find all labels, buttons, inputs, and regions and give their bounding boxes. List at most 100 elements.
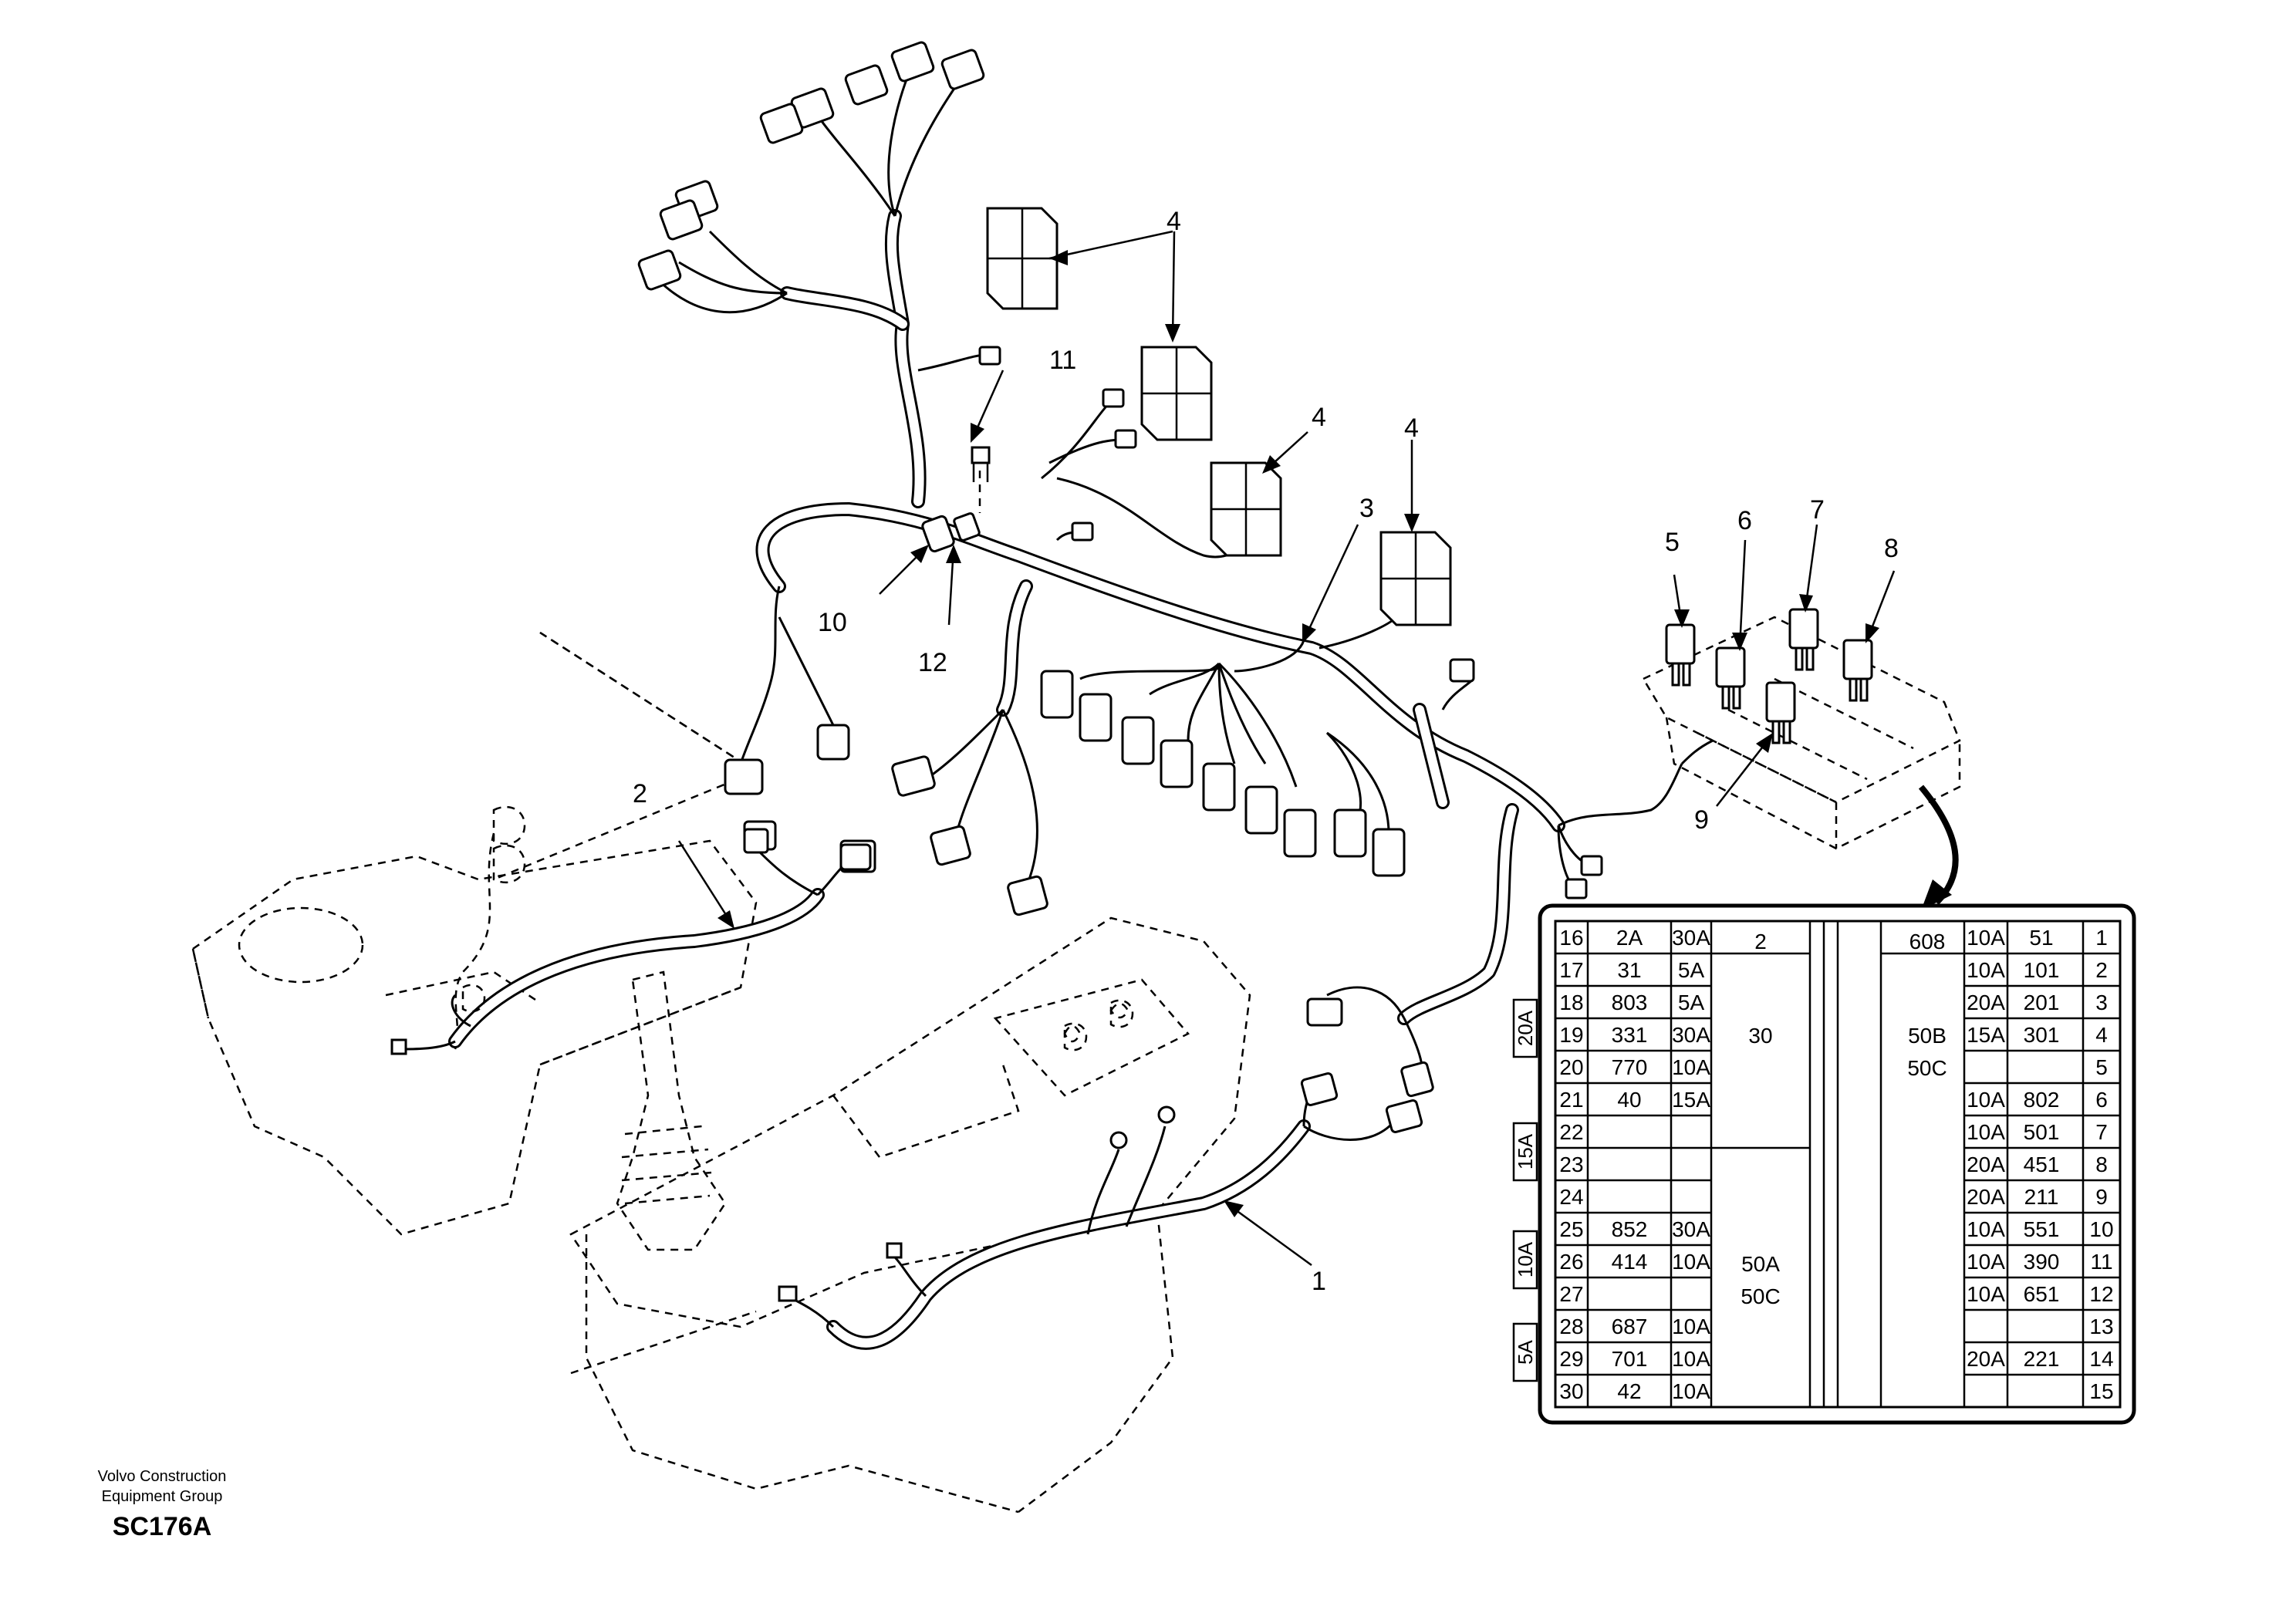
- fuse-left-number: 19: [1559, 1023, 1583, 1047]
- fuse-right-code: 501: [2024, 1120, 2060, 1144]
- harness-3-main: [755, 209, 1565, 1025]
- fuse-left-code: 852: [1612, 1217, 1648, 1241]
- middle-group-a: 30: [1748, 1024, 1772, 1048]
- middle-top-label: 2: [1754, 930, 1767, 953]
- clamp-group: [921, 446, 991, 553]
- callout-12: 12: [918, 648, 947, 677]
- callout-2: 2: [633, 779, 647, 808]
- fuse-right-code: 301: [2024, 1023, 2060, 1047]
- fuse-left-code: 31: [1617, 958, 1641, 982]
- harness-1: [826, 1119, 1311, 1350]
- fuse-right-amp: 20A: [1967, 1185, 2005, 1209]
- fuse-right-number: 3: [2095, 991, 2108, 1014]
- fuse-left-amp: 10A: [1672, 1315, 1710, 1338]
- fuse-right-code: 101: [2024, 958, 2060, 982]
- fuse-right-number: 4: [2095, 1023, 2108, 1047]
- right-group-1: 50B: [1908, 1024, 1947, 1048]
- fuse-left-amp: 10A: [1672, 1055, 1710, 1079]
- fuse-left-code: 687: [1612, 1315, 1648, 1338]
- fuse-middle-labels: 2 30 50A 50C 608 50B 50C: [1741, 930, 1947, 1308]
- side-tab-box: [1512, 1230, 1538, 1290]
- relay-2: [1140, 346, 1213, 441]
- fuse-right-number: 5: [2095, 1055, 2108, 1079]
- connectors: [390, 41, 1603, 1302]
- company-line-2: Equipment Group: [102, 1488, 223, 1505]
- fuse-right-code: 211: [2024, 1185, 2059, 1209]
- fuse-right-number: 12: [2089, 1282, 2113, 1306]
- fuse-right-code: 51: [2029, 926, 2053, 950]
- fuse-left-number: 28: [1559, 1315, 1583, 1338]
- fuse-left-number: 21: [1559, 1088, 1583, 1112]
- fuse-left-number: 26: [1559, 1250, 1583, 1274]
- right-group-2: 50C: [1907, 1056, 1947, 1080]
- fuse-right-number: 13: [2089, 1315, 2113, 1338]
- fuse-left-code: 414: [1612, 1250, 1648, 1274]
- side-tab-label: 20A: [1514, 1010, 1537, 1046]
- fuse-right-amp: 20A: [1967, 1153, 2005, 1176]
- fuse-left-amp: 10A: [1672, 1250, 1710, 1274]
- fuse-right-number: 6: [2095, 1088, 2108, 1112]
- callout-leaders: [677, 230, 1896, 1267]
- fuse-left-code: 701: [1612, 1347, 1648, 1371]
- fuse-left-amp: 30A: [1672, 926, 1710, 950]
- fuse-right-amp: 10A: [1967, 1088, 2005, 1112]
- fuse-left-code: 331: [1612, 1023, 1648, 1047]
- middle-group-b-1: 50A: [1741, 1252, 1780, 1276]
- fuse-right-number: 14: [2089, 1347, 2113, 1371]
- fuse-left-amp: 5A: [1678, 958, 1705, 982]
- relay-group: [986, 207, 1452, 626]
- fuse-5: [1665, 623, 1696, 687]
- fuse-left-number: 18: [1559, 991, 1583, 1014]
- drawing-code: SC176A: [113, 1512, 212, 1541]
- fuse-left-amp: 30A: [1672, 1217, 1710, 1241]
- fuse-grid-lines: [1555, 921, 2120, 1407]
- callout-5: 5: [1665, 528, 1680, 557]
- callout-4b: 4: [1312, 403, 1326, 432]
- fuse-left-number: 24: [1559, 1185, 1583, 1209]
- harness-2: [448, 888, 825, 1048]
- callout-6: 6: [1737, 506, 1752, 535]
- fuse-8: [1842, 639, 1873, 702]
- fuse-right-code: 802: [2024, 1088, 2060, 1112]
- side-tab-box: [1512, 1322, 1538, 1382]
- fuse-left-code: 770: [1612, 1055, 1648, 1079]
- fuse-right-code: 201: [2024, 991, 2060, 1014]
- fuse-right-number: 9: [2095, 1185, 2108, 1209]
- fuse-left-amp: 15A: [1672, 1088, 1710, 1112]
- fuse-left-code: 40: [1617, 1088, 1641, 1112]
- right-top-label: 608: [1909, 930, 1946, 953]
- fuse-left-code: 803: [1612, 991, 1648, 1014]
- fuse-right-amp: 10A: [1967, 1250, 2005, 1274]
- callout-8: 8: [1884, 534, 1899, 563]
- callout-4a: 4: [1167, 207, 1181, 236]
- fuse-left-amp: 10A: [1672, 1379, 1710, 1403]
- relay-3: [1210, 461, 1282, 557]
- fuse-right-number: 7: [2095, 1120, 2108, 1144]
- callout-3: 3: [1359, 494, 1374, 523]
- fuse-7: [1788, 608, 1819, 671]
- fuse-6: [1715, 646, 1746, 710]
- callout-7: 7: [1810, 495, 1825, 525]
- fuse-9: [1765, 681, 1796, 744]
- company-line-1: Volvo Construction: [98, 1468, 227, 1485]
- fuse-right-amp: 15A: [1967, 1023, 2005, 1047]
- fuse-right-amp: 20A: [1967, 1347, 2005, 1371]
- fuse-right-amp: 10A: [1967, 926, 2005, 950]
- side-tab-box: [1512, 998, 1538, 1058]
- fuse-right-code: 451: [2024, 1153, 2060, 1176]
- fuse-left-number: 20: [1559, 1055, 1583, 1079]
- side-tab-label: 5A: [1514, 1339, 1537, 1364]
- fuse-left-number: 23: [1559, 1153, 1583, 1176]
- fuse-left-code: 2A: [1616, 926, 1643, 950]
- fuse-left-number: 17: [1559, 958, 1583, 982]
- fuse-right-code: 390: [2024, 1250, 2060, 1274]
- fuse-right-number: 10: [2089, 1217, 2113, 1241]
- fuse-left-code: 42: [1617, 1379, 1641, 1403]
- fuse-right-code: 651: [2024, 1282, 2060, 1306]
- fuse-right-number: 1: [2095, 926, 2108, 950]
- fuse-right-code: 551: [2024, 1217, 2060, 1241]
- fuse-left-number: 22: [1559, 1120, 1583, 1144]
- fuse-right-amp: 10A: [1967, 1282, 2005, 1306]
